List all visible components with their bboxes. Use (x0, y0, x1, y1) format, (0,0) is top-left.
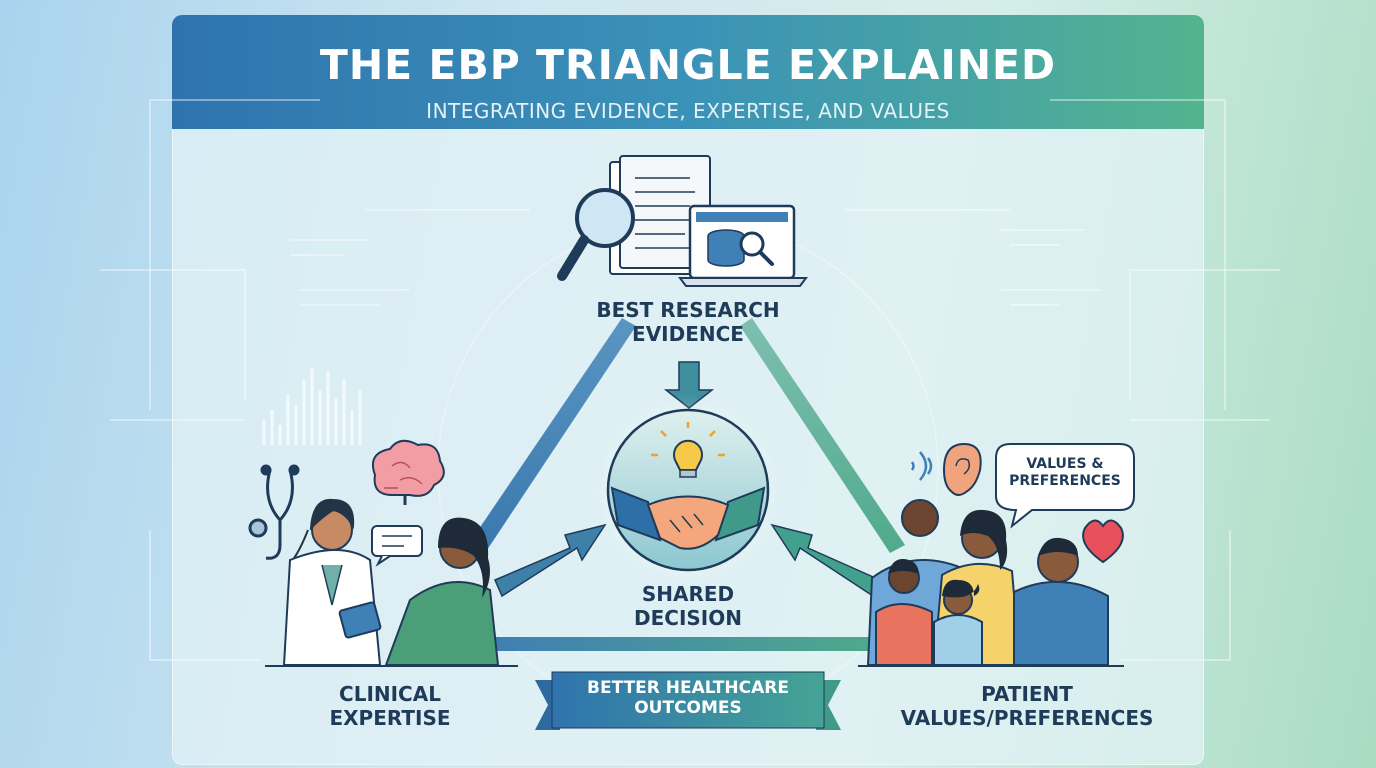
patient-figure-left (384, 517, 500, 666)
sound-waves-icon (910, 451, 933, 481)
arrow-from-patient (770, 523, 881, 598)
chat-bubble-icon (371, 525, 423, 567)
triangle-left-edge (468, 318, 636, 553)
header-banner: THE EBP TRIANGLE EXPLAINED INTEGRATING E… (172, 15, 1204, 129)
label-shared-decision: SHARED DECISION (634, 582, 742, 630)
doctor-figure (282, 498, 382, 666)
magnifier-icon (557, 188, 635, 281)
handshake-icon (610, 486, 766, 550)
speech-bubble-text: VALUES & PREFERENCES (1009, 456, 1121, 489)
bar-chart-decoration (262, 368, 362, 445)
brain-icon (371, 439, 445, 505)
family-figures (866, 499, 1109, 666)
triangle-right-edge (740, 318, 905, 553)
label-best-research-evidence: BEST RESEARCH EVIDENCE (596, 298, 780, 346)
outcomes-ribbon (535, 671, 841, 730)
stethoscope-icon (248, 464, 300, 560)
arrow-from-clinical (494, 523, 607, 598)
outcomes-banner-text: BETTER HEALTHCARE OUTCOMES (587, 678, 789, 719)
shared-decision-circle (606, 408, 770, 572)
page-subtitle: INTEGRATING EVIDENCE, EXPERTISE, AND VAL… (426, 99, 950, 123)
ear-icon (942, 442, 982, 496)
label-patient-values: PATIENT VALUES/PREFERENCES (900, 682, 1154, 730)
lightbulb-icon (651, 422, 725, 478)
page-title: THE EBP TRIANGLE EXPLAINED (319, 41, 1057, 89)
label-clinical-expertise: CLINICAL EXPERTISE (329, 682, 451, 730)
values-speech-bubble (995, 443, 1135, 529)
triangle-bottom-edge (495, 637, 880, 651)
heart-icon (1082, 519, 1124, 564)
ebp-triangle (468, 318, 905, 651)
laptop-database-icon (678, 204, 808, 287)
document-icon (609, 155, 711, 275)
